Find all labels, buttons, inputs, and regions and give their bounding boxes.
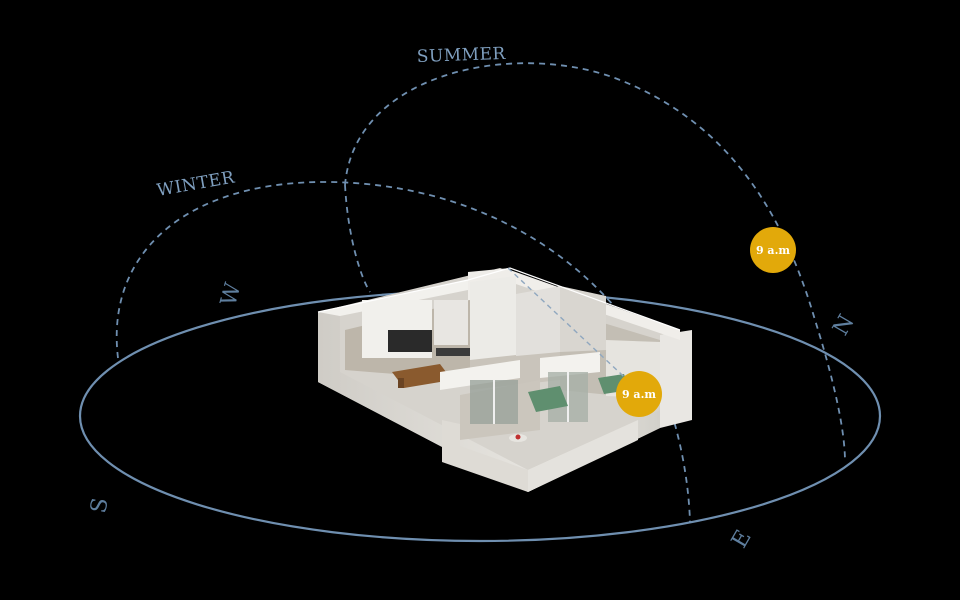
compass-north: N (828, 311, 859, 340)
summer-label: SUMMER (416, 44, 506, 67)
summer-sun-marker: 9 a.m (750, 227, 796, 273)
compass-west: W (216, 280, 246, 309)
sun-ray-1 (507, 267, 637, 389)
winter-label: WINTER (155, 167, 237, 200)
winter-sun-path (115, 181, 691, 523)
winter-sun-label: 9 a.m (622, 388, 656, 401)
winter-sun-marker: 9 a.m (616, 371, 662, 417)
summer-sun-path (344, 62, 846, 463)
summer-sun-label: 9 a.m (756, 244, 790, 257)
compass-east: E (727, 526, 757, 552)
summer-sun-path-inner (344, 184, 371, 293)
compass-south: S (86, 496, 113, 515)
apartment-model (317, 267, 692, 492)
